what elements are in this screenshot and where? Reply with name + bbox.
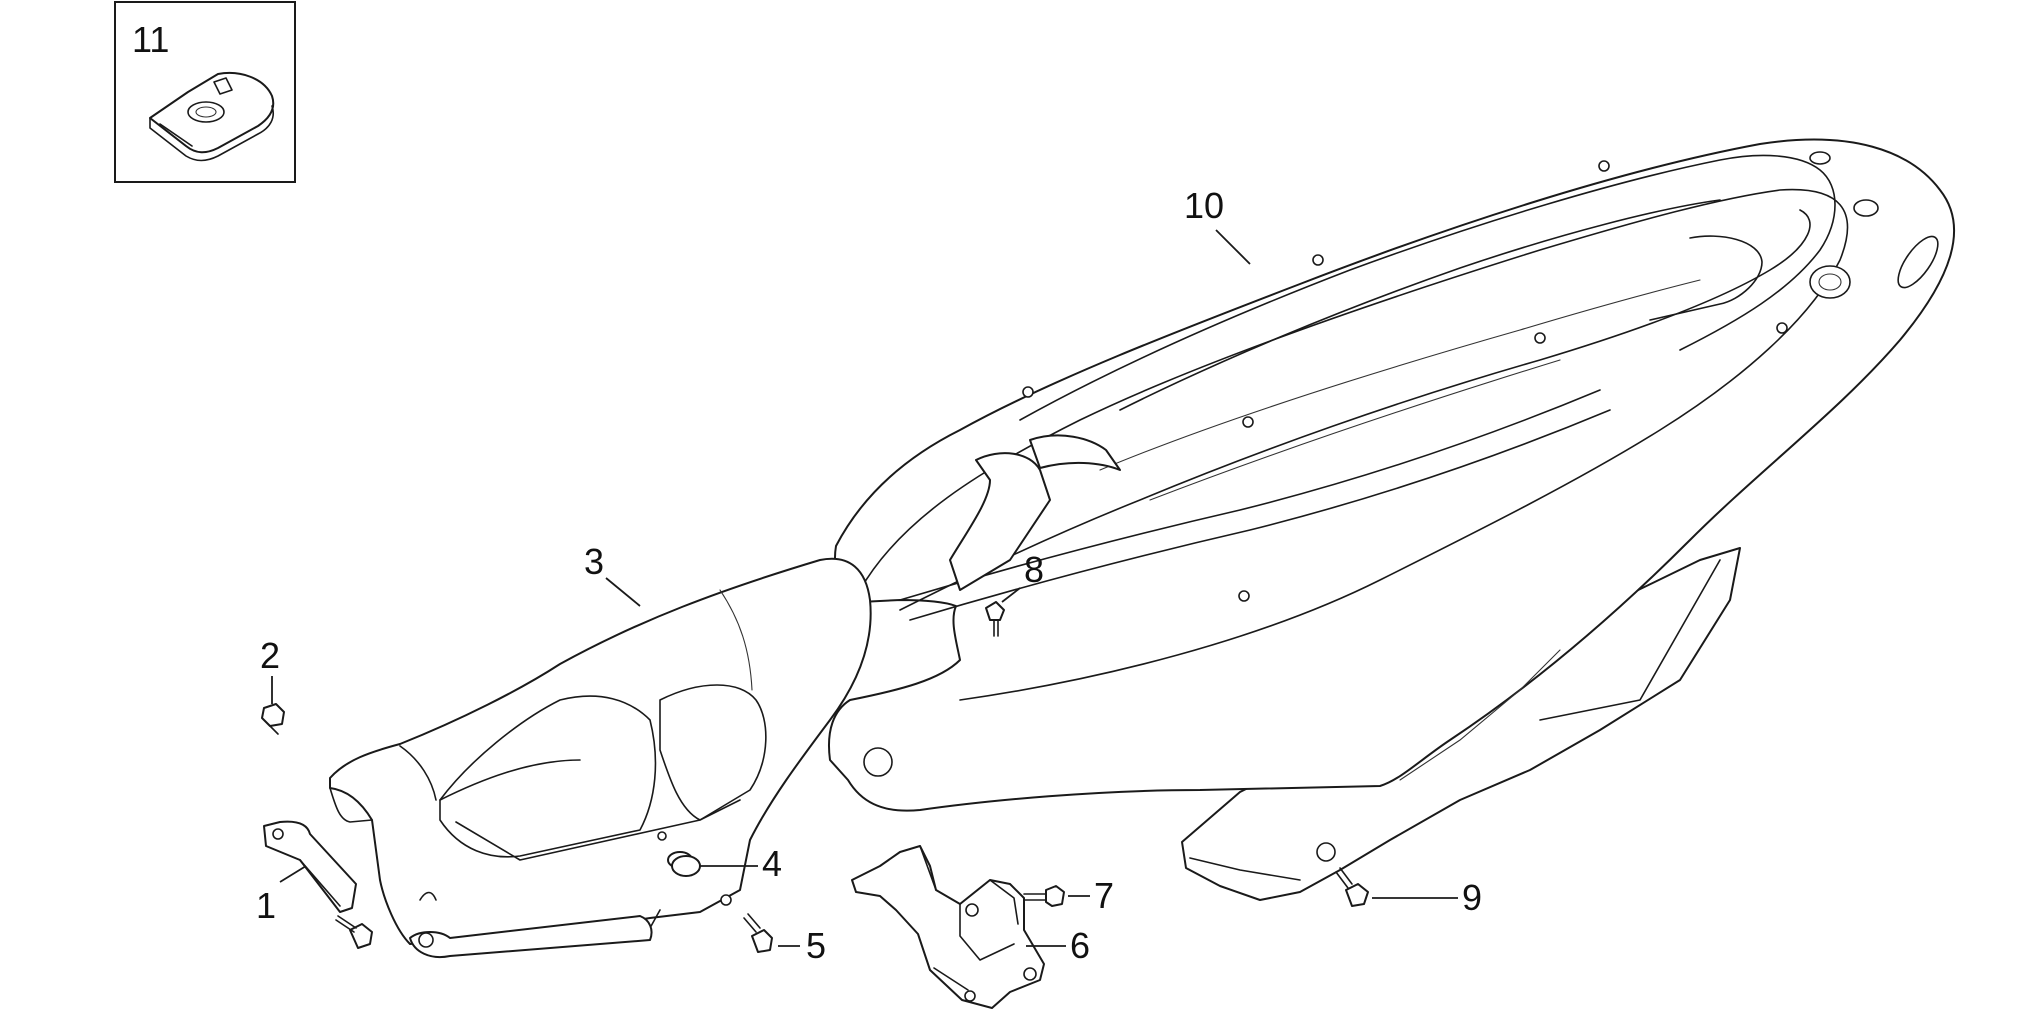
- screw-icon: [335, 915, 373, 949]
- rear-body-cowl-part-10: [828, 138, 1955, 901]
- cap-plug-part-4: [657, 831, 701, 877]
- label-part-11: 11: [132, 19, 169, 60]
- label-part-10: 10: [1184, 185, 1224, 226]
- screw-part-2: [261, 703, 285, 735]
- label-part-1: 1: [256, 885, 276, 926]
- label-part-6: 6: [1070, 925, 1090, 966]
- screw-part-8: [985, 601, 1005, 637]
- leader-lines: [271, 229, 1458, 947]
- label-part-7: 7: [1094, 875, 1114, 916]
- inset-part-11: [114, 1, 296, 183]
- leader-10: [1215, 229, 1251, 265]
- screw-part-9: [1335, 867, 1369, 907]
- label-part-4: 4: [762, 843, 782, 884]
- speed-nut-clip-icon: [149, 72, 275, 162]
- screw-part-7: [1023, 885, 1065, 907]
- leader-1: [279, 865, 307, 883]
- label-part-8: 8: [1024, 549, 1044, 590]
- screw-part-5: [743, 913, 773, 953]
- label-part-9: 9: [1462, 877, 1482, 918]
- inner-panel-part-3: [329, 557, 872, 958]
- bracket-part-1: [263, 820, 373, 949]
- leader-8: [1001, 587, 1021, 603]
- leader-3: [605, 577, 641, 607]
- label-part-5: 5: [806, 925, 826, 966]
- part-number-labels: 1 2 3 4 5 6 7 8 9 10 11: [132, 19, 1482, 966]
- label-part-2: 2: [260, 635, 280, 676]
- support-bracket-part-6: [851, 845, 1045, 1009]
- label-part-3: 3: [584, 541, 604, 582]
